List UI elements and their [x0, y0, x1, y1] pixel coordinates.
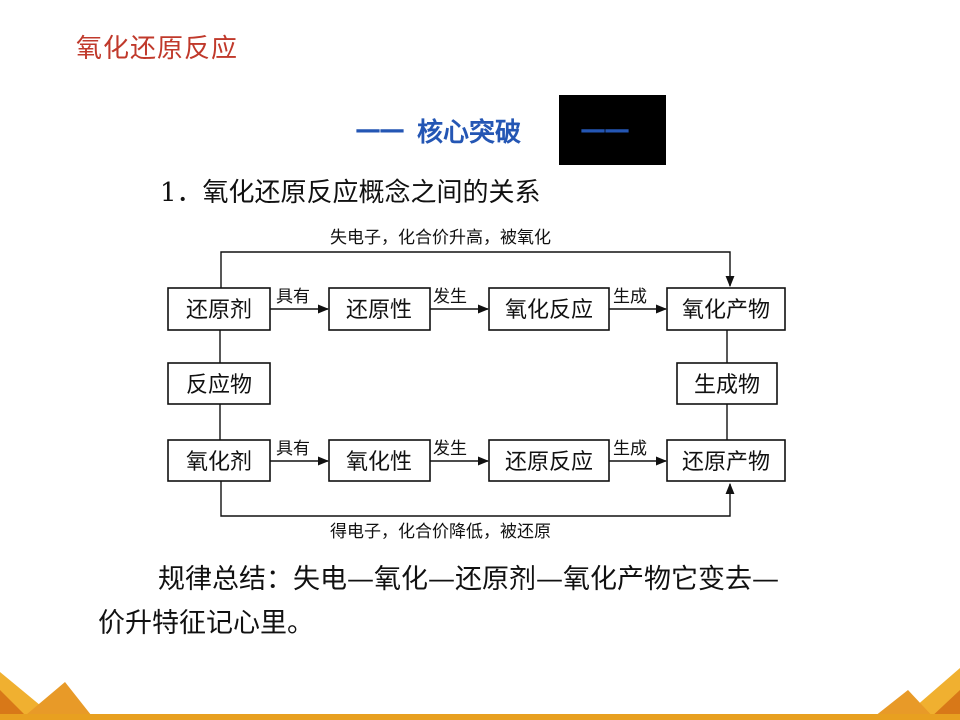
bottom-accent-bar [0, 714, 960, 720]
banner-dash-left: —— [355, 115, 405, 145]
label-reducing-agent: 还原剂 [186, 298, 252, 323]
edge-label-bottom-3: 生成 [613, 439, 647, 459]
box-oxidation-product [666, 287, 786, 331]
banner-text: 核心突破 [417, 117, 522, 148]
decor-bottom-right [870, 668, 960, 720]
bottom-arc-line [220, 481, 735, 517]
box-oxidizability [328, 439, 431, 482]
page-title: 氧化还原反应 [76, 34, 239, 64]
bottom-arc-label: 得电子，化合价降低，被还原 [330, 522, 551, 542]
edge-label-top-2: 发生 [433, 287, 467, 307]
box-products [676, 362, 778, 405]
box-reduction-product [666, 439, 786, 482]
box-oxidation-reaction [488, 287, 610, 331]
box-reducing-agent [167, 287, 271, 331]
summary-line-2: 价升特征记心里。 [98, 608, 314, 639]
label-oxidation-product: 氧化产物 [682, 298, 770, 323]
box-reducibility [328, 287, 431, 331]
label-reducibility: 还原性 [346, 298, 412, 323]
label-products: 生成物 [694, 373, 760, 398]
top-arc-line [220, 251, 735, 288]
box-oxidizing-agent [167, 439, 271, 482]
edge-label-bottom-1: 具有 [276, 439, 310, 459]
edge-label-top-3: 生成 [613, 287, 647, 307]
summary-line-1: 规律总结：失电—氧化—还原剂—氧化产物它变去— [158, 564, 779, 595]
summary-text: 规律总结：失电—氧化—还原剂—氧化产物它变去— 价升特征记心里。 [98, 558, 898, 646]
edge-label-top-1: 具有 [276, 287, 310, 307]
decor-bottom-left [0, 672, 95, 720]
label-reactants: 反应物 [186, 373, 252, 398]
box-reduction-reaction [488, 439, 610, 482]
box-reactants [167, 362, 271, 405]
label-oxidizability: 氧化性 [346, 450, 412, 475]
edge-label-bottom-2: 发生 [433, 439, 467, 459]
top-arc-label: 失电子，化合价升高，被氧化 [330, 228, 551, 248]
section-heading: 1．氧化还原反应概念之间的关系 [160, 178, 541, 208]
banner-dash-right: —— [580, 115, 630, 145]
label-oxidizing-agent: 氧化剂 [186, 450, 252, 475]
label-reduction-reaction: 还原反应 [505, 450, 593, 475]
label-reduction-product: 还原产物 [682, 450, 770, 475]
section-banner: —— 核心突破 [355, 108, 529, 152]
label-oxidation-reaction: 氧化反应 [505, 298, 593, 323]
black-overlay-box [559, 95, 666, 165]
